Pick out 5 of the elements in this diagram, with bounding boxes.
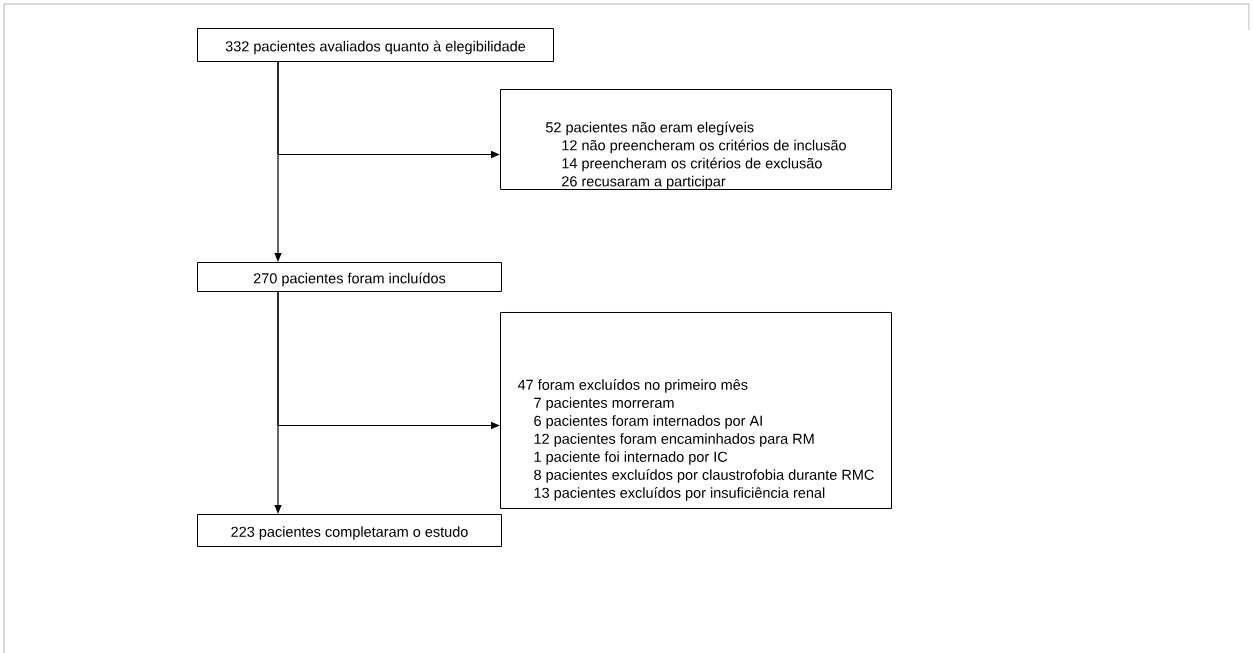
process-box: 223 pacientes completaram o estudo (197, 514, 502, 547)
exclusion-box: 47 foram excluídos no primeiro mês 7 pacientes morreram 6 pacientes foram internados por AI 12 pacientes foram encaminhados para RM 1 paciente foi internado por IC 8 pacientes excluídos por claustrofobia durante RMC 13 pacientes excluídos por insuficiência renal (500, 312, 892, 509)
process-box: 270 pacientes foram incluídos (197, 262, 502, 292)
process-box: 332 pacientes avaliados quanto à elegibilidade (197, 28, 554, 62)
exclusion-box: 52 pacientes não eram elegíveis 12 não preencheram os critérios de inclusão 14 preencheram os critérios de exclusão 26 recusaram a participar (500, 89, 892, 190)
